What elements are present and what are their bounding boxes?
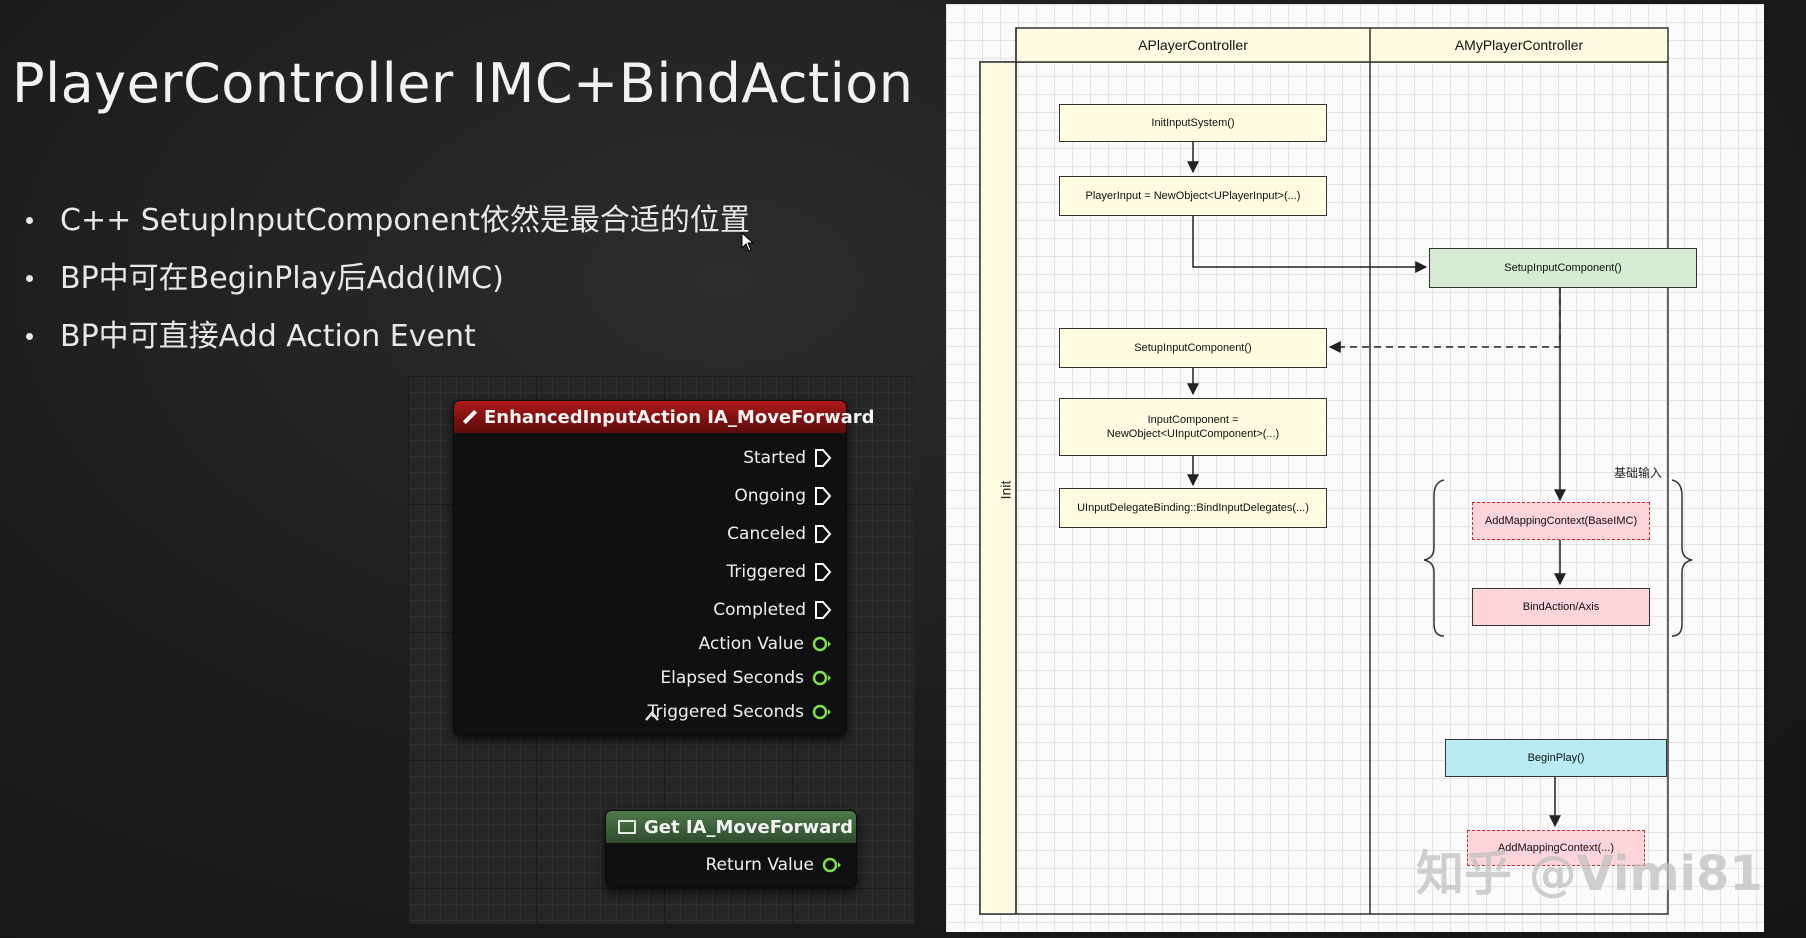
bullet-text: BP中可在BeginPlay后Add(IMC) (60, 261, 504, 296)
variable-icon (618, 820, 636, 834)
exec-pin-completed[interactable]: Completed (713, 597, 832, 623)
pin-label: Return Value (705, 855, 815, 875)
lane-title-amyplayercontroller: AMyPlayerController (1454, 37, 1584, 53)
bullet-text: C++ SetupInputComponent依然是最合适的位置 (60, 203, 750, 238)
bullet-item: C++ SetupInputComponent依然是最合适的位置 (22, 196, 750, 254)
pin-label: Canceled (727, 524, 806, 544)
get-node-header[interactable]: Get IA_MoveForward (606, 811, 856, 843)
box-bind-action-axis: BindAction/Axis (1472, 588, 1650, 626)
bullet-dot-icon (26, 275, 33, 282)
get-node-title: Get IA_MoveForward (644, 816, 854, 838)
pin-label: Ongoing (734, 486, 806, 506)
mouse-cursor-icon (741, 232, 755, 252)
box-add-mapping-other: AddMappingContext(...) (1467, 830, 1645, 866)
exec-pin-started[interactable]: Started (743, 445, 832, 471)
exec-pin-icon[interactable] (814, 600, 832, 620)
event-node-title: EnhancedInputAction IA_MoveForward (484, 406, 875, 428)
box-bind-input-delegates: UInputDelegateBinding::BindInputDelegate… (1059, 488, 1327, 528)
exec-pin-icon[interactable] (814, 524, 832, 544)
blueprint-graph-panel[interactable]: EnhancedInputAction IA_MoveForward Start… (408, 376, 914, 924)
box-setup-input-child: SetupInputComponent() (1429, 248, 1697, 288)
pin-label: Started (743, 448, 806, 468)
collapse-arrow-icon[interactable] (644, 710, 660, 722)
enhanced-input-action-node[interactable]: EnhancedInputAction IA_MoveForward Start… (453, 400, 874, 736)
box-begin-play: BeginPlay() (1445, 739, 1667, 777)
pin-label: Triggered Seconds (647, 702, 804, 722)
box-input-component: InputComponent = NewObject<UInputCompone… (1059, 398, 1327, 456)
get-variable-node[interactable]: Get IA_MoveForward Return Value (605, 810, 857, 888)
exec-pin-triggered[interactable]: Triggered (726, 559, 832, 585)
bullet-text: BP中可直接Add Action Event (60, 319, 476, 354)
pin-label: Completed (713, 600, 806, 620)
event-node-header[interactable]: EnhancedInputAction IA_MoveForward (454, 401, 874, 433)
pin-label: Elapsed Seconds (660, 668, 804, 688)
exec-pin-ongoing[interactable]: Ongoing (734, 483, 832, 509)
data-pin-action-value[interactable]: Action Value (699, 631, 832, 657)
data-pin-icon[interactable] (812, 635, 832, 653)
box-init-input-system: InitInputSystem() (1059, 104, 1327, 142)
return-value-pin[interactable]: Return Value (706, 852, 843, 878)
data-pin-elapsed-seconds[interactable]: Elapsed Seconds (660, 665, 832, 691)
box-line: InputComponent = (1147, 414, 1239, 426)
row-label-init: Init (997, 480, 1014, 500)
pin-label: Triggered (726, 562, 806, 582)
box-line: NewObject<UInputComponent>(...) (1106, 428, 1280, 440)
event-diamond-icon (462, 409, 478, 425)
box-setup-input-parent: SetupInputComponent() (1059, 328, 1327, 368)
flow-diagram: APlayerController AMyPlayerController In… (946, 4, 1764, 932)
exec-pin-canceled[interactable]: Canceled (727, 521, 832, 547)
box-player-input: PlayerInput = NewObject<UPlayerInput>(..… (1059, 176, 1327, 216)
lane-title-aplayercontroller: APlayerController (1138, 37, 1248, 53)
pin-label: Action Value (698, 634, 804, 654)
diagram-lines (979, 27, 1693, 915)
exec-pin-icon[interactable] (814, 448, 832, 468)
data-pin-icon[interactable] (812, 703, 832, 721)
bullet-list: C++ SetupInputComponent依然是最合适的位置 BP中可在Be… (22, 196, 750, 370)
data-pin-icon[interactable] (812, 669, 832, 687)
slide-title: PlayerController IMC+BindAction (12, 52, 914, 115)
bullet-dot-icon (26, 333, 33, 340)
watermark: 知乎 @Vimi81 (1416, 846, 1763, 902)
data-pin-icon[interactable] (822, 856, 842, 874)
base-input-note: 基础输入 (1614, 466, 1663, 480)
exec-pin-icon[interactable] (814, 562, 832, 582)
data-pin-triggered-seconds[interactable]: Triggered Seconds (648, 699, 832, 725)
box-add-mapping-base: AddMappingContext(BaseIMC) (1472, 502, 1650, 540)
bullet-dot-icon (26, 217, 33, 224)
exec-pin-icon[interactable] (814, 486, 832, 506)
bullet-item: BP中可直接Add Action Event (22, 312, 750, 370)
bullet-item: BP中可在BeginPlay后Add(IMC) (22, 254, 750, 312)
